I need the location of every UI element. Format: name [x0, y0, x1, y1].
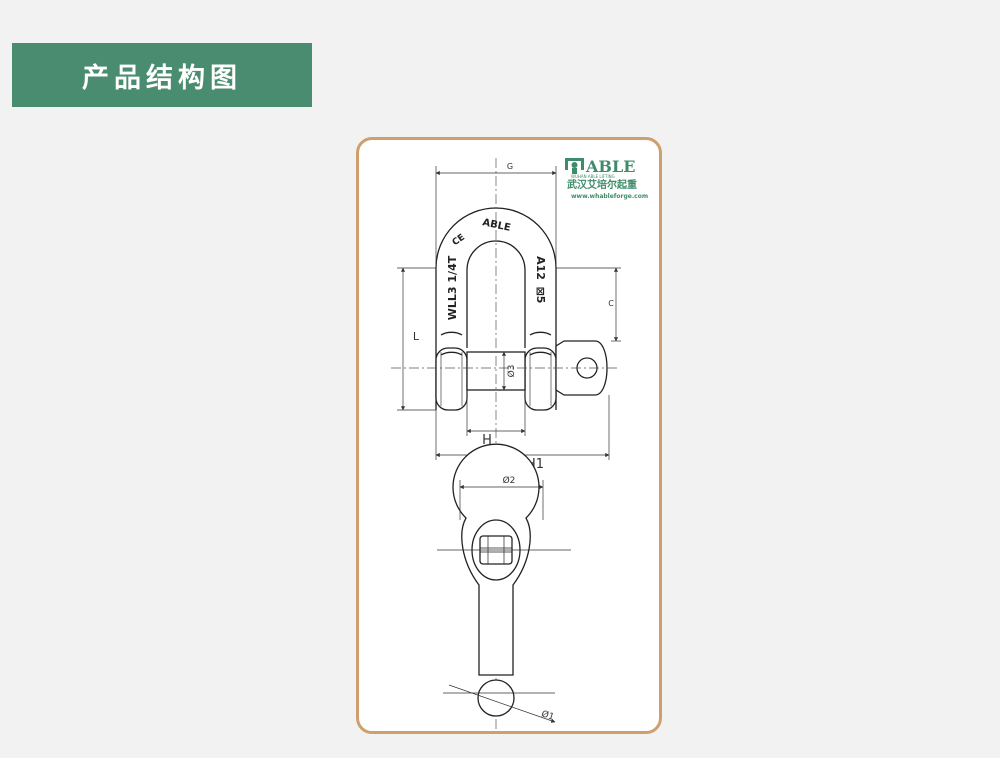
- dim-d1-label: Ø1: [540, 708, 556, 722]
- pin-end-circle: [477, 679, 515, 717]
- brand-website: www.whableforge.com: [571, 193, 648, 200]
- ear-arc-left-upper: [440, 331, 463, 336]
- dim-h-label: H: [482, 433, 492, 448]
- ear-arc-right-top: [529, 351, 552, 356]
- diagram-card: ABLE WUHAN ABLE LIFTING 武汉艾培尔起重 www.whab…: [356, 137, 662, 734]
- dim-l-label: L: [413, 330, 420, 343]
- section-header: 产品结构图: [12, 43, 312, 107]
- brand-logo: ABLE WUHAN ABLE LIFTING 武汉艾培尔起重 www.whab…: [565, 157, 648, 200]
- dim-c-label: C: [608, 299, 614, 308]
- engraving-brand: ABLE: [481, 217, 511, 234]
- dim-l: [397, 267, 436, 411]
- dim-g-label: G: [507, 162, 513, 171]
- section-title: 产品结构图: [82, 62, 242, 94]
- dim-d2-label: Ø2: [503, 475, 516, 486]
- shackle-diagram: ABLE WUHAN ABLE LIFTING 武汉艾培尔起重 www.whab…: [391, 157, 648, 730]
- engraving-size: ⊠5: [534, 287, 547, 304]
- bow-inner: [466, 240, 526, 348]
- right-ear: [524, 347, 557, 411]
- dim-d3-label: Ø3: [506, 365, 517, 378]
- pin-side-view: [452, 443, 540, 717]
- dim-g: [435, 166, 557, 268]
- dim-d1: [443, 684, 556, 723]
- ear-arc-left-top: [440, 351, 463, 356]
- lifter-icon: [565, 158, 584, 174]
- brand-name-cn: 武汉艾培尔起重: [567, 178, 637, 191]
- engraving-ce: CE: [451, 233, 467, 249]
- engraving-grade: A12: [534, 256, 547, 280]
- dim-h: [466, 390, 526, 436]
- ear-arc-right-upper: [529, 331, 552, 336]
- dim-d2: [437, 480, 571, 551]
- left-ear: [435, 347, 468, 411]
- brand-tagline: WUHAN ABLE LIFTING: [571, 174, 615, 179]
- shackle-engravings: ABLE CE WLL3 1/4T A12 ⊠5: [446, 217, 547, 320]
- dim-c: [556, 267, 621, 342]
- engraving-wll: WLL3 1/4T: [446, 255, 459, 320]
- brand-logo-text: ABLE: [585, 157, 635, 176]
